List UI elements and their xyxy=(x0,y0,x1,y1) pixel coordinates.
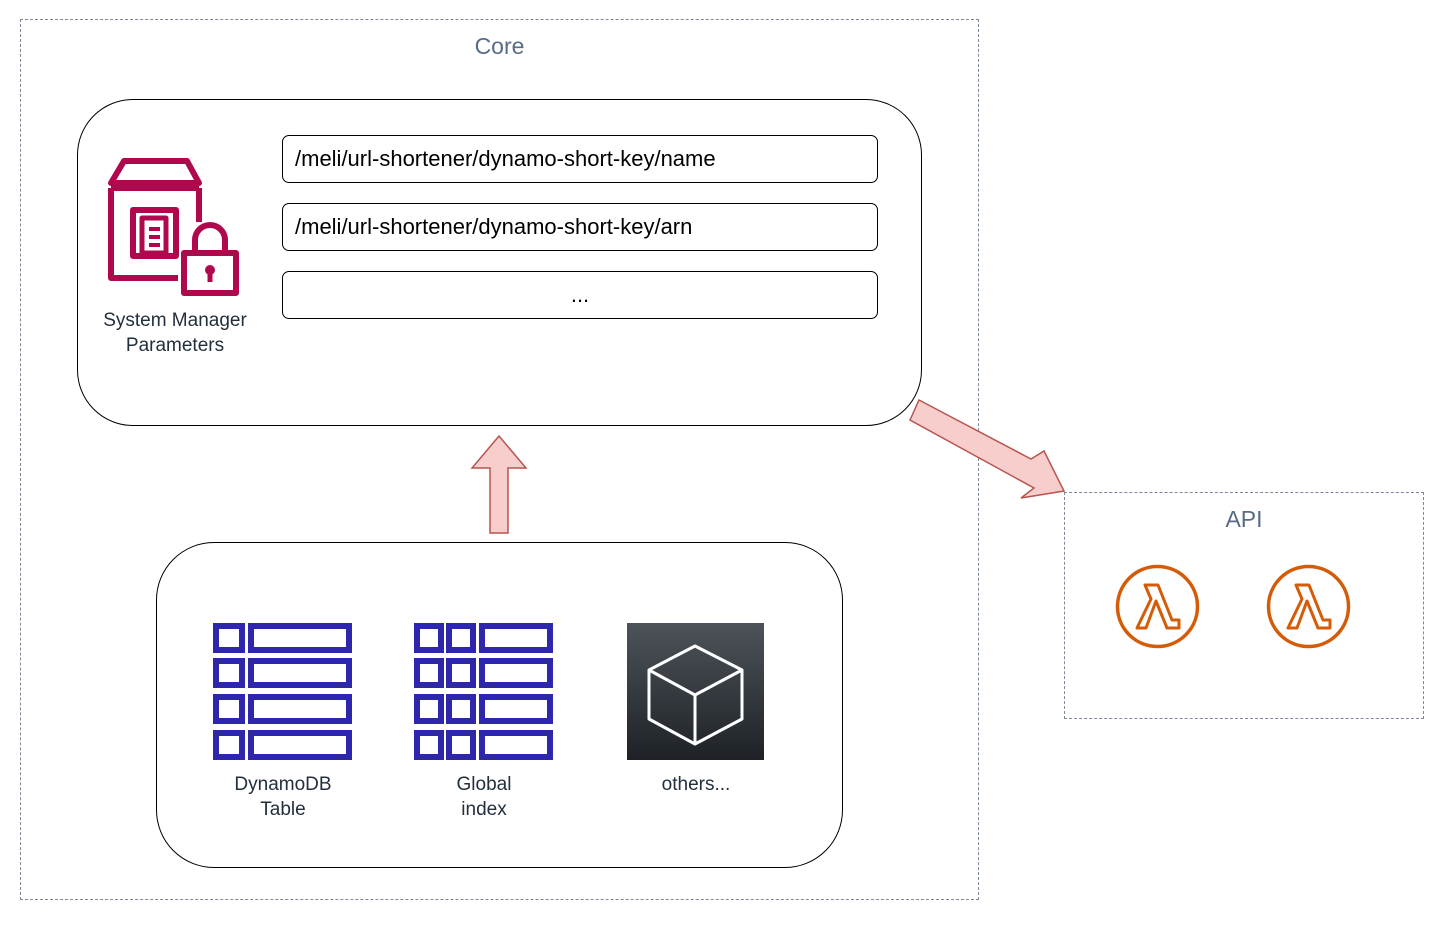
core-group-title: Core xyxy=(474,33,525,59)
lambda-icon xyxy=(1115,564,1200,649)
core-group: Core xyxy=(20,19,979,900)
lambda-icon xyxy=(1266,564,1351,649)
resource-cube-icon xyxy=(627,623,764,760)
parameter-name: /meli/url-shortener/dynamo-short-key/arn xyxy=(295,214,693,239)
dynamodb-table-icon xyxy=(213,623,352,760)
api-group-title: API xyxy=(1225,506,1263,532)
global-index-label: Global index xyxy=(456,774,512,820)
dynamodb-table-label: DynamoDB Table xyxy=(234,774,332,820)
parameter-row: /meli/url-shortener/dynamo-short-key/nam… xyxy=(282,135,878,183)
ssm-parameter-store-icon xyxy=(108,158,239,296)
parameter-row: /meli/url-shortener/dynamo-short-key/arn xyxy=(282,203,878,251)
others-label: others... xyxy=(661,774,731,795)
ssm-label: System Manager Parameters xyxy=(103,310,247,356)
api-group: API xyxy=(1064,492,1424,719)
diagonal-arrow xyxy=(909,398,1066,499)
parameter-name: ... xyxy=(570,282,590,307)
global-index-icon xyxy=(414,623,553,760)
parameter-name: /meli/url-shortener/dynamo-short-key/nam… xyxy=(295,146,716,171)
parameter-row: ... xyxy=(282,271,878,319)
up-arrow xyxy=(470,434,528,534)
